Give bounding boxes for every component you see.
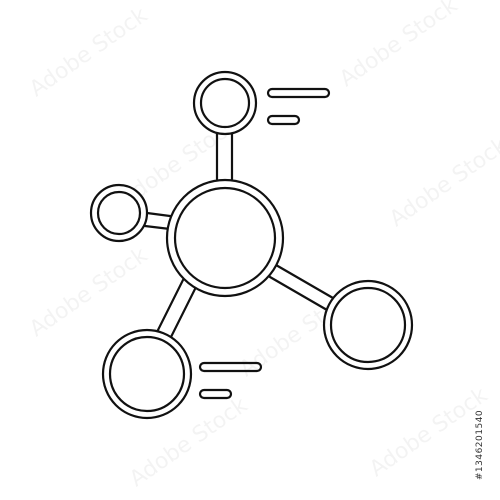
text-lines-top (266, 87, 331, 126)
left-node (89, 183, 149, 243)
stock-id-label: #1346201540 (475, 409, 485, 481)
text-lines-bottom (198, 361, 263, 400)
bottom-node (101, 328, 193, 420)
connector-right (268, 263, 335, 312)
hub-node (165, 178, 285, 298)
connector-top (215, 130, 234, 181)
connector-left (143, 211, 172, 231)
top-node (192, 70, 258, 136)
right-node (322, 279, 414, 371)
connector-bottom (152, 278, 199, 345)
